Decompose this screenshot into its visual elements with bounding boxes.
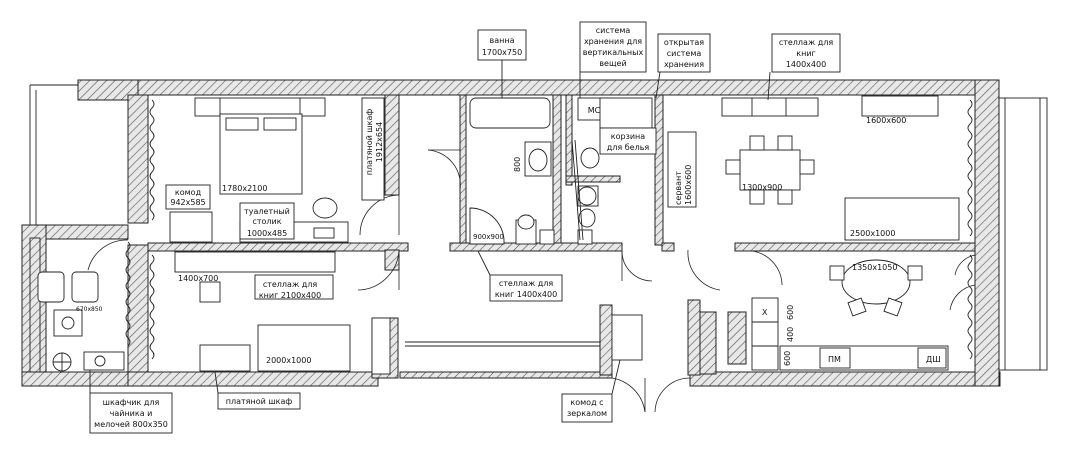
label-sofa-2500: 2500x1000 — [850, 229, 895, 238]
label-bookshelf-top-2: книг — [796, 49, 815, 58]
label-dim-600: 600 — [786, 305, 795, 320]
label-open-storage-2: система — [667, 49, 702, 58]
label-sideboard-1: сервант — [674, 171, 683, 205]
label-dim-600b: 600 — [783, 351, 792, 366]
label-kettle-2: чайника и — [110, 409, 153, 418]
label-dresser-mirror-1: комод с — [570, 398, 603, 407]
label-vanity-2: столик — [252, 217, 281, 226]
curtains — [125, 99, 973, 360]
bathtub — [469, 97, 551, 129]
doors — [87, 149, 976, 413]
label-desk: 1400x700 — [178, 274, 218, 283]
label-open-storage-3: хранения — [664, 60, 704, 69]
living-furniture — [667, 95, 960, 241]
label-balcony-chair: 670x850 — [76, 306, 103, 313]
label-tv: 1600x600 — [866, 116, 906, 125]
label-wardrobe-bedroom-2: 1912x654 — [375, 122, 384, 162]
label-storage-1: система — [596, 26, 631, 35]
balcony-furniture — [37, 271, 125, 372]
balcony-right — [998, 97, 1048, 371]
kitchen-furniture — [751, 259, 949, 371]
label-storage-3: вертикальных — [583, 48, 644, 57]
label-kettle-1: шкафчик для — [103, 398, 160, 407]
label-dresser-1: комод — [175, 188, 202, 197]
label-bookshelf-2100-1: стеллаж для — [263, 280, 318, 289]
label-bookshelf-2100-2: книг 2100x400 — [259, 291, 321, 300]
label-vanity-1: туалетный — [244, 207, 290, 216]
sofa-2500 — [844, 197, 960, 241]
label-laundry-2: для белья — [607, 143, 650, 152]
label-wardrobe-bedroom-1: платяной шкаф — [365, 109, 374, 176]
study-furniture — [174, 251, 351, 372]
wardrobe — [361, 97, 385, 201]
dining-table — [739, 149, 801, 191]
hall-furniture — [371, 314, 643, 375]
label-oval-table: 1350x1050 — [852, 263, 897, 272]
tv-stand — [861, 95, 939, 117]
label-shower-900: 900x900 — [473, 233, 504, 241]
label-bookshelf-top-3: 1400x400 — [786, 60, 826, 69]
wc-furniture — [571, 97, 653, 245]
label-sofa-2000: 2000x1000 — [266, 356, 311, 365]
label-dresser-2: 942x585 — [170, 198, 205, 207]
dresser-with-mirror — [611, 314, 643, 361]
label-storage-4: вещей — [599, 59, 626, 68]
desk — [174, 251, 336, 273]
outer-walls — [21, 79, 1001, 387]
callouts: ванна 1700x750 система хранения для верт… — [76, 21, 941, 434]
label-pm: ПМ — [828, 355, 841, 364]
label-x: Х — [762, 308, 768, 317]
label-bookshelf-mid-2: книг 1400x400 — [495, 290, 557, 299]
label-laundry-1: корзина — [611, 132, 645, 141]
label-dresser-mirror-2: зеркалом — [567, 409, 607, 418]
bookshelf-2100 — [254, 274, 334, 300]
label-sideboard-2: 1600x600 — [684, 165, 693, 205]
label-storage-2: хранения для — [584, 37, 642, 46]
label-open-storage-1: открытая — [664, 38, 704, 47]
label-wardrobe-bottom: платяной шкаф — [226, 397, 293, 406]
label-bookshelf-top-1: стеллаж для — [779, 38, 834, 47]
bedroom-furniture — [169, 97, 385, 243]
label-mc: МС — [588, 106, 601, 115]
oval-table — [841, 259, 911, 305]
shower — [469, 207, 505, 245]
label-bookshelf-mid-1: стеллаж для — [499, 279, 554, 288]
label-bathtub-1: ванна — [490, 36, 515, 45]
dresser — [169, 211, 213, 243]
label-bathtub-2: 1700x750 — [482, 48, 522, 57]
label-dim-400: 400 — [786, 327, 795, 342]
label-tall-800: 800 — [513, 157, 522, 172]
sofa-2000 — [257, 324, 351, 372]
label-dsh: ДШ — [926, 355, 941, 364]
balcony-left — [29, 84, 78, 373]
sideboard — [667, 131, 697, 208]
label-vanity-3: 1000x485 — [247, 229, 287, 238]
wardrobe-bottom — [199, 344, 251, 372]
label-dining-table: 1300x900 — [742, 183, 782, 192]
label-kettle-3: мелочей 800x350 — [94, 420, 168, 429]
bathroom-furniture — [469, 97, 555, 245]
label-bed-size: 1780x2100 — [222, 184, 267, 193]
